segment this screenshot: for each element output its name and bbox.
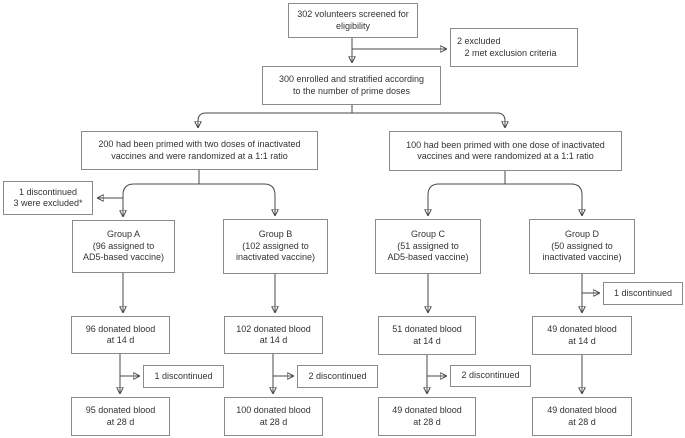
box-blood14-b: 102 donated blood at 14 d [224,316,323,354]
box-blood28-b: 100 donated blood at 28 d [224,397,323,436]
box-enrolled: 300 enrolled and stratified according to… [262,66,441,105]
box-arm-one-dose: 100 had been primed with one dose of ina… [389,131,622,171]
box-blood14-a: 96 donated blood at 14 d [71,316,170,354]
arrow-two-dose-to-group-b [199,183,275,215]
box-group-b: Group B (102 assigned to inactivated vac… [223,219,328,274]
box-group-a: Group A (96 assigned to AD5-based vaccin… [72,220,175,273]
box-excluded-arm: 1 discontinued 3 were excluded* [3,181,93,215]
box-group-d: Group D (50 assigned to inactivated vacc… [529,219,635,274]
box-discontinued-a14: 1 discontinued [143,365,224,388]
box-discontinued-c14: 2 discontinued [450,365,531,387]
arrow-one-dose-to-group-c [428,183,505,215]
box-group-c: Group C (51 assigned to AD5-based vaccin… [375,219,481,274]
arrow-enrolled-to-two-dose [198,112,352,127]
box-blood28-a: 95 donated blood at 28 d [71,397,170,436]
box-excluded-screening: 2 excluded 2 met exclusion criteria [450,28,578,67]
box-screened: 302 volunteers screened for eligibility [288,3,418,38]
box-blood28-c: 49 donated blood at 28 d [378,397,476,436]
box-arm-two-dose: 200 had been primed with two doses of in… [81,131,318,170]
box-blood14-d: 49 donated blood at 14 d [532,316,632,355]
box-blood28-d: 49 donated blood at 28 d [532,397,632,436]
arrow-two-dose-to-group-a [123,183,199,216]
arrow-one-dose-to-group-d [505,183,582,215]
box-discontinued-b14: 2 discontinued [297,365,378,388]
box-blood14-c: 51 donated blood at 14 d [378,316,476,355]
arrow-enrolled-to-one-dose [352,112,505,127]
box-discontinued-d: 1 discontinued [603,282,683,305]
